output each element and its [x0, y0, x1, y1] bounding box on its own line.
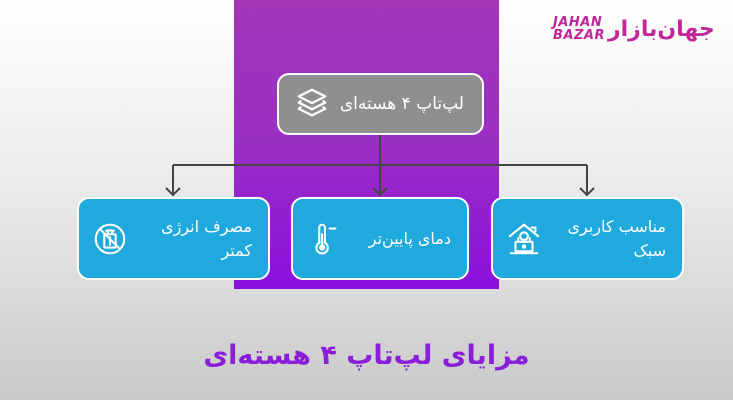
jahan-bazar-logo[interactable]: JAHAN BAZAR جهان‌بازار: [553, 12, 723, 46]
logo-latin-text: JAHAN BAZAR: [553, 16, 605, 42]
child-node-lower-energy: مصرف انرژی کمتر: [77, 197, 270, 280]
label-line2: کمتر: [221, 240, 252, 260]
label-line2: سبک: [633, 240, 666, 260]
child-node-lower-temperature: دمای پایین‌تر: [291, 197, 469, 280]
child-node-label: مناسب کاربری سبک: [568, 215, 667, 263]
logo-latin-line2: BAZAR: [553, 28, 605, 43]
page-title: مزایای لپ‌تاپ ۴ هسته‌ای: [203, 340, 530, 371]
logo-persian-text: جهان‌بازار: [607, 16, 715, 42]
root-node-4-core-laptop: لپ‌تاپ ۴ هسته‌ای: [277, 73, 484, 135]
thermometer-low-icon: [305, 220, 343, 258]
child-node-label: مصرف انرژی کمتر: [161, 215, 252, 263]
label-line1: دمای پایین‌تر: [368, 228, 451, 248]
label-line1: مناسب کاربری: [567, 216, 667, 236]
label-line1: مصرف انرژی: [161, 216, 252, 236]
child-node-light-usage: مناسب کاربری سبک: [491, 197, 684, 280]
no-battery-icon: [91, 220, 129, 258]
child-node-label: دمای پایین‌تر: [369, 227, 451, 251]
root-node-label: لپ‌تاپ ۴ هسته‌ای: [339, 94, 464, 114]
logo-latin-line1: JAHAN: [553, 15, 603, 30]
layers-icon: [293, 85, 331, 123]
house-laptop-icon: [505, 220, 543, 258]
